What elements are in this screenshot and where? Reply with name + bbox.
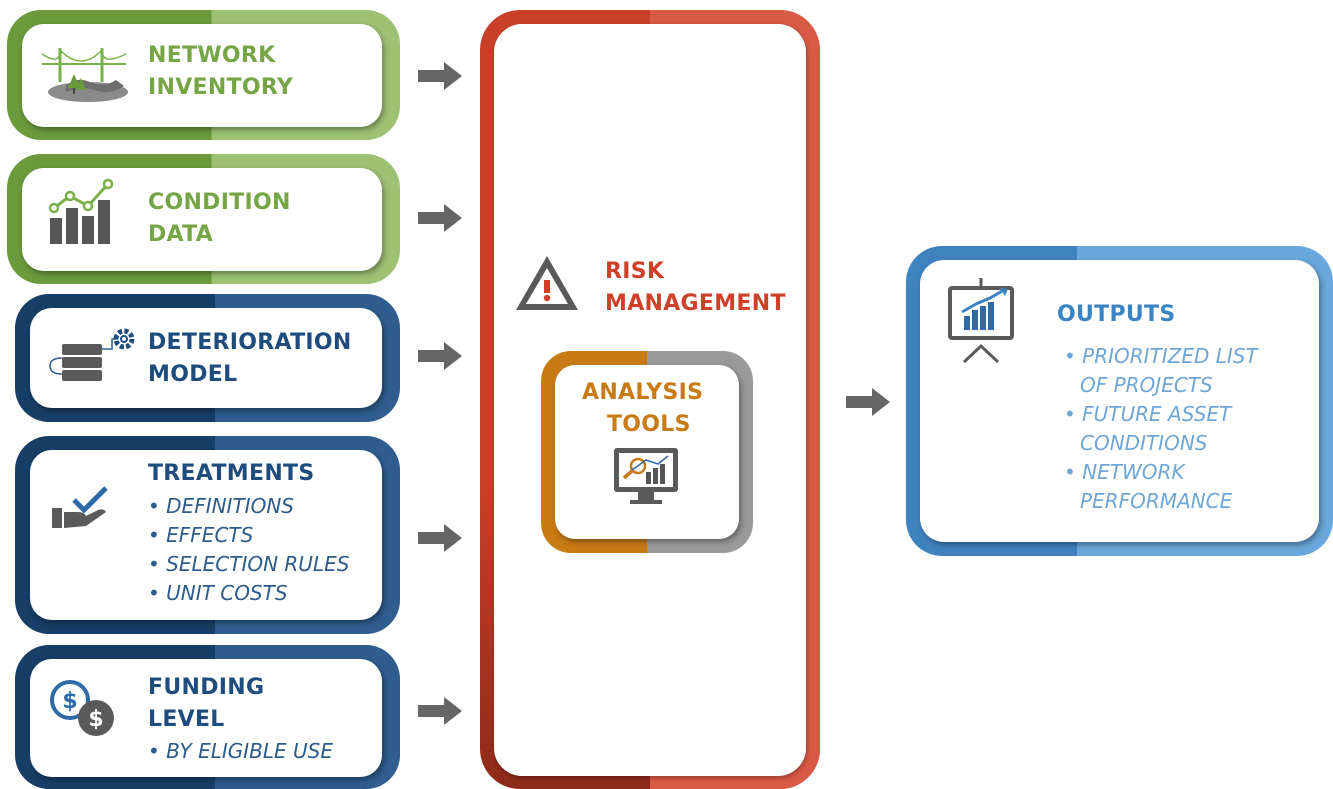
- monitor-magnifier-icon: [614, 448, 678, 504]
- analysis-title-1: ANALYSIS: [582, 380, 704, 405]
- bar-chart-icon: [48, 178, 114, 244]
- svg-text:$: $: [88, 707, 103, 732]
- arrow-treatments-icon: [418, 524, 462, 552]
- treatments-title: TREATMENTS: [148, 461, 315, 486]
- bridge-icon: [41, 48, 128, 102]
- treatments-bullet: DEFINITIONS: [148, 492, 349, 521]
- funding-level-bullets: BY ELIGIBLE USE: [148, 737, 333, 766]
- outputs-title: OUTPUTS: [1057, 302, 1176, 327]
- outputs-bullets: • PRIORITIZED LIST OF PROJECTS • FUTURE …: [1064, 342, 1258, 516]
- deterioration-model-title-2: MODEL: [148, 362, 238, 387]
- outputs-bullet: • FUTURE ASSET: [1064, 402, 1232, 426]
- risk-title-2: MANAGEMENT: [605, 291, 786, 316]
- outputs-bullet-cont: OF PROJECTS: [1080, 373, 1213, 397]
- analysis-title-2: TOOLS: [607, 412, 691, 437]
- arrow-condition-data-icon: [418, 204, 462, 232]
- outputs-bullet: • NETWORK: [1064, 460, 1185, 484]
- treatments-bullet: UNIT COSTS: [148, 579, 349, 608]
- treatments-bullet: EFFECTS: [148, 521, 349, 550]
- deterioration-model-title-1: DETERIORATION: [148, 330, 352, 355]
- network-inventory-title-2: INVENTORY: [148, 75, 294, 100]
- condition-data-title-2: DATA: [148, 222, 214, 247]
- svg-text:$: $: [62, 689, 77, 714]
- funding-level-title-1: FUNDING: [148, 675, 265, 700]
- arrow-network-inventory-icon: [418, 62, 462, 90]
- hand-check-icon: [52, 486, 108, 528]
- network-inventory-title-1: NETWORK: [148, 43, 276, 68]
- presentation-chart-icon: [948, 278, 1014, 364]
- dollar-coins-icon: $ $: [50, 680, 114, 736]
- outputs-bullet-cont: CONDITIONS: [1080, 431, 1208, 455]
- condition-data-title-1: CONDITION: [148, 190, 291, 215]
- warning-icon: [516, 256, 578, 310]
- gear-stack-icon: [49, 328, 135, 381]
- arrow-outputs-icon: [846, 388, 890, 416]
- treatments-bullet: SELECTION RULES: [148, 550, 349, 579]
- arrow-funding-level-icon: [418, 697, 462, 725]
- outputs-bullet: • PRIORITIZED LIST: [1064, 344, 1258, 368]
- arrow-deterioration-model-icon: [418, 342, 462, 370]
- treatments-bullets: DEFINITIONS EFFECTS SELECTION RULES UNIT…: [148, 492, 349, 608]
- funding-level-bullet: BY ELIGIBLE USE: [148, 737, 333, 766]
- outputs-bullet-cont: PERFORMANCE: [1080, 489, 1233, 513]
- risk-title-1: RISK: [605, 259, 665, 284]
- network-inventory-card: [22, 24, 382, 127]
- funding-level-title-2: LEVEL: [148, 707, 225, 732]
